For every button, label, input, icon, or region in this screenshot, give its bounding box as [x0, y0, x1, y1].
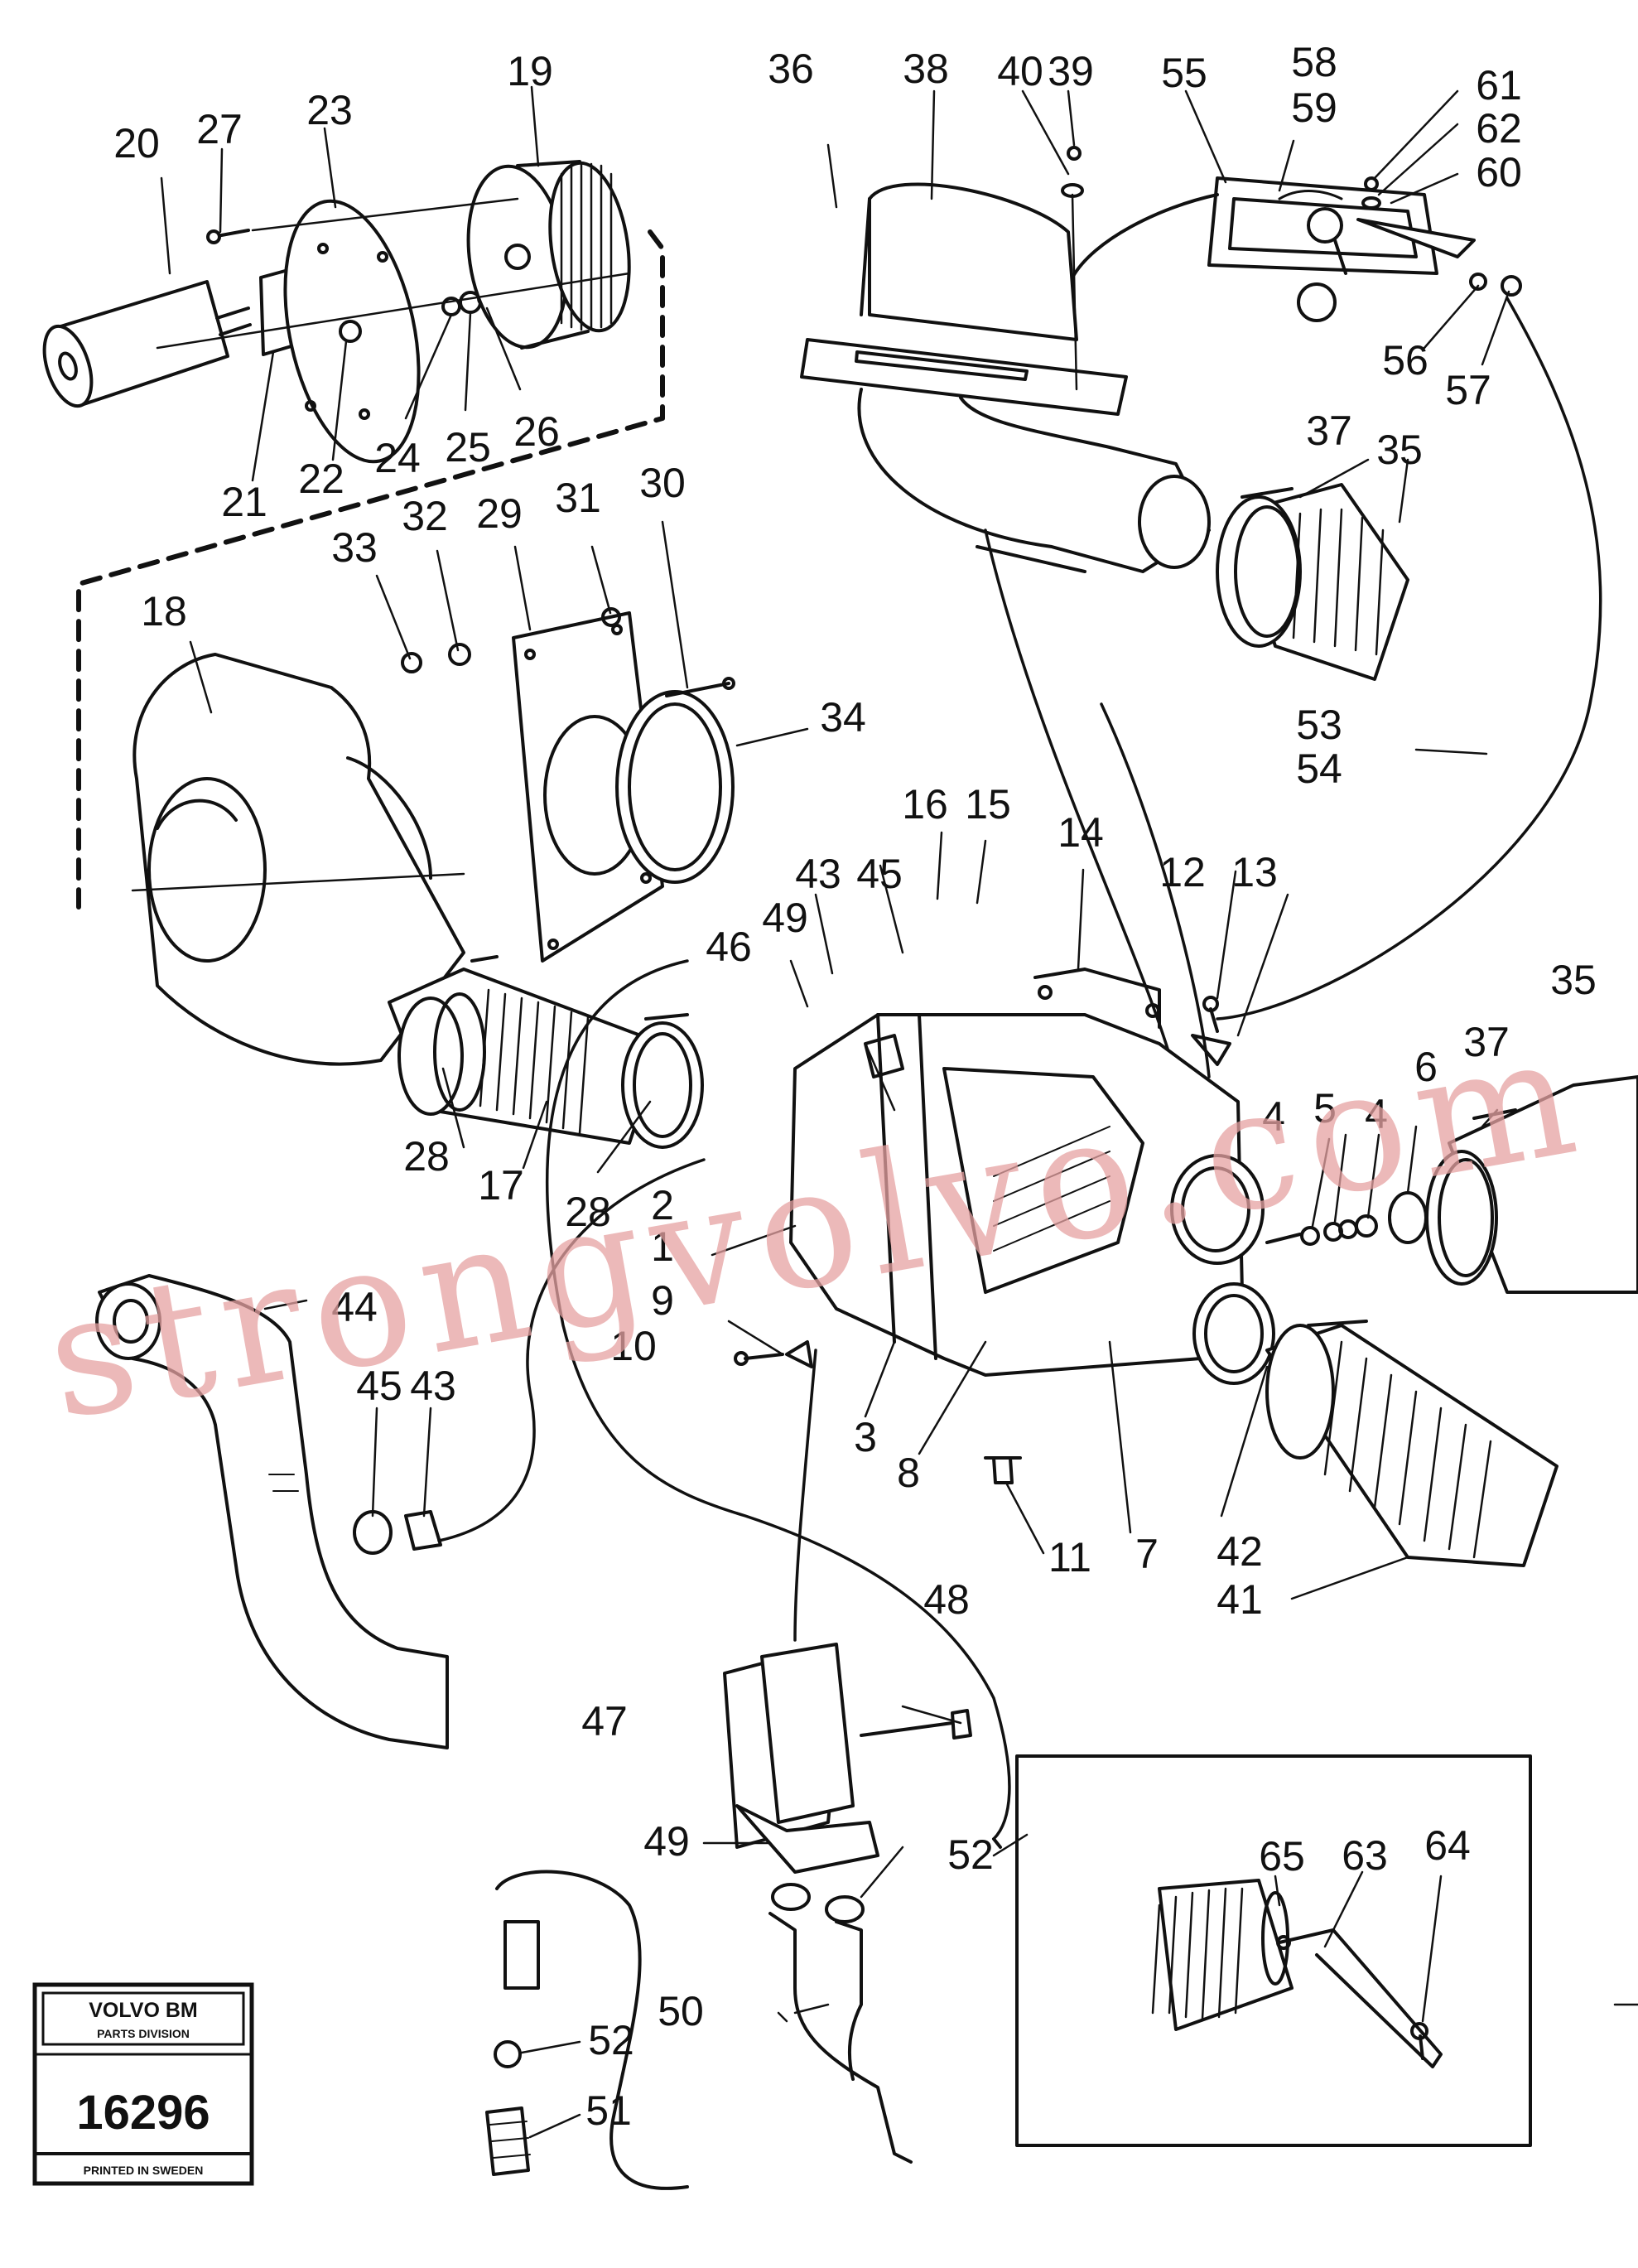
part-label: 39 — [1048, 48, 1094, 94]
fan-housing-group — [131, 607, 735, 1066]
part-label: 4 — [1365, 1091, 1388, 1137]
part-label: 7 — [1135, 1531, 1159, 1577]
part-label: 15 — [965, 781, 1011, 828]
upper-duct-group — [800, 146, 1211, 573]
part-label: 16 — [902, 781, 948, 828]
logo-brand: VOLVO BM — [89, 1999, 197, 2022]
part-label: 43 — [410, 1363, 456, 1409]
part-label: 2 — [651, 1182, 674, 1228]
part-label: 65 — [1259, 1833, 1305, 1880]
part-label: 10 — [610, 1323, 657, 1369]
part-label: 54 — [1296, 746, 1342, 792]
part-label: 23 — [306, 87, 353, 133]
part-label: 14 — [1057, 809, 1104, 856]
part-label: 11 — [1048, 1534, 1091, 1580]
inset-detail-box — [1015, 1754, 1532, 2147]
water-valve-group — [485, 1643, 1002, 2190]
part-label: 21 — [221, 479, 267, 525]
part-label: 60 — [1476, 149, 1522, 195]
part-label: 56 — [1382, 337, 1428, 384]
part-label: 27 — [196, 106, 243, 152]
part-label: 4 — [1262, 1093, 1285, 1140]
part-label: 30 — [639, 460, 686, 506]
lower-hose-41 — [1265, 1320, 1559, 1567]
part-label: 49 — [762, 895, 808, 941]
water-hose-run — [546, 959, 1011, 1841]
part-label: 59 — [1291, 84, 1337, 131]
heater-unit-group — [734, 968, 1275, 1484]
part-label: 8 — [897, 1450, 920, 1496]
part-label: 43 — [795, 851, 841, 897]
part-label: 1 — [651, 1223, 674, 1270]
part-label: 45 — [856, 851, 903, 897]
part-label: 62 — [1476, 105, 1522, 152]
part-label: 63 — [1342, 1832, 1388, 1879]
part-label: 52 — [588, 2017, 634, 2063]
part-label: 32 — [402, 493, 448, 539]
part-labels: 1 2 3 4 4 5 6 7 8 9 10 11 12 13 14 15 16… — [113, 39, 1597, 2134]
part-label: 35 — [1376, 427, 1423, 473]
part-label: 47 — [581, 1698, 628, 1744]
logo-division: PARTS DIVISION — [97, 2027, 190, 2040]
part-label: 36 — [768, 46, 814, 92]
part-label: 5 — [1313, 1085, 1337, 1132]
part-label: 28 — [403, 1133, 450, 1180]
part-label: 53 — [1296, 702, 1342, 748]
part-label: 22 — [298, 456, 344, 502]
blower-motor-group — [42, 160, 631, 464]
control-cable-upper — [984, 528, 1178, 1079]
part-label: 17 — [478, 1162, 524, 1209]
part-label: 37 — [1306, 408, 1352, 454]
part-label: 46 — [706, 924, 752, 970]
part-label: 33 — [331, 524, 378, 571]
part-label: 42 — [1216, 1528, 1263, 1575]
part-label: 24 — [374, 435, 421, 481]
part-label: 58 — [1291, 39, 1337, 85]
part-label: 38 — [903, 46, 949, 92]
part-label: 19 — [507, 48, 553, 94]
pipe-44-group — [95, 1158, 706, 1749]
part-label: 25 — [445, 424, 491, 470]
part-label: 31 — [555, 475, 601, 521]
leader-lines — [160, 85, 1638, 2139]
part-label: 44 — [331, 1284, 378, 1330]
part-label: 57 — [1445, 367, 1491, 413]
right-fitting-group — [1265, 1075, 1638, 1294]
part-label: 45 — [356, 1363, 402, 1409]
dashed-grouping-line — [76, 229, 665, 910]
control-panel-group — [1071, 176, 1522, 322]
part-label: 48 — [923, 1576, 970, 1623]
part-label: 28 — [565, 1189, 611, 1235]
drawing-number: 16296 — [76, 2086, 210, 2140]
part-label: 52 — [947, 1831, 994, 1878]
flex-hose-17 — [388, 955, 704, 1149]
part-label: 64 — [1424, 1822, 1471, 1869]
part-label: 51 — [585, 2087, 632, 2134]
part-label: 20 — [113, 120, 160, 166]
part-label: 29 — [476, 490, 523, 537]
part-label: 35 — [1550, 957, 1597, 1003]
part-label: 55 — [1161, 50, 1207, 96]
part-label: 18 — [141, 588, 187, 635]
part-label: 41 — [1216, 1576, 1263, 1623]
part-label: 26 — [513, 408, 560, 455]
part-label: 9 — [651, 1277, 674, 1324]
part-label: 12 — [1159, 849, 1206, 895]
part-label: 40 — [997, 48, 1043, 94]
part-label: 3 — [854, 1414, 877, 1460]
control-cable-53-54 — [1216, 297, 1602, 1021]
hose-35-upper — [1216, 483, 1409, 681]
part-label: 13 — [1231, 849, 1278, 895]
part-label: 6 — [1414, 1044, 1438, 1090]
volvo-bm-stamp: VOLVO BM PARTS DIVISION 16296 PRINTED IN… — [32, 1982, 254, 2186]
part-label: 61 — [1476, 62, 1522, 109]
part-label: 34 — [820, 694, 866, 741]
part-label: 50 — [658, 1988, 704, 2034]
part-label: 49 — [643, 1818, 690, 1865]
part-label: 37 — [1463, 1019, 1510, 1065]
printed-in-note: PRINTED IN SWEDEN — [84, 2164, 204, 2177]
